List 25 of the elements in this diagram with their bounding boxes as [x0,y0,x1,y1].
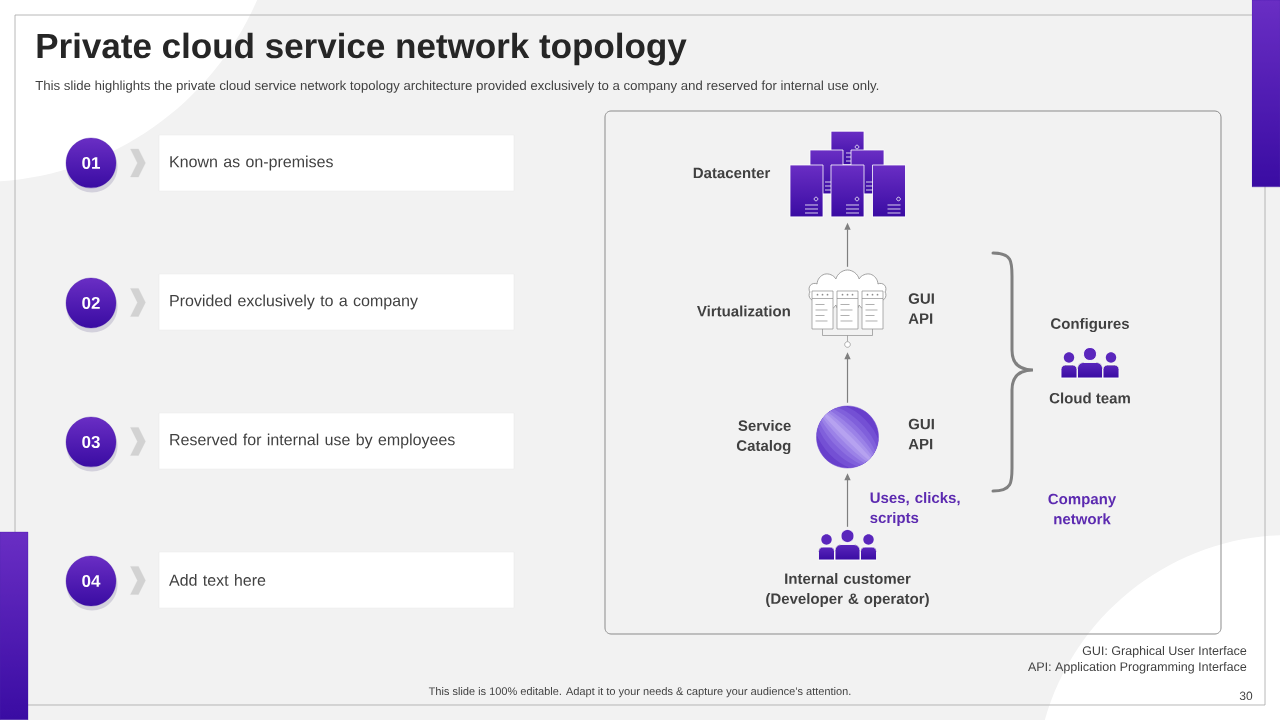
network-label: Company network [1048,493,1117,525]
node-label: Virtualization [697,305,790,317]
chevron-arrow [130,427,146,456]
node-label: Cloud team [1049,392,1130,404]
chevron-arrow [130,566,146,595]
page-number: 30 [1239,691,1253,701]
node-label: Internal customer (Developer & operator) [766,573,929,607]
text-card: Reserved for internal use by employees [158,412,515,470]
node-label: Datacenter [693,167,771,179]
edge-label: Uses, clicks, scripts [868,491,971,527]
text-card: Provided exclusively to a company [158,273,515,331]
footnote: API: Application Programming Interface [1028,661,1247,674]
node-label: GUI API [908,293,934,324]
slide-subtitle: This slide highlights the private cloud service network topology architecture provided exclusively to a company and reserved for internal use only. [35,80,879,93]
panel-frame [604,110,1222,635]
node-label: Service Catalog [736,419,791,454]
footer-note: This slide is 100% editable. Adapt it to your needs & capture your audience’s attention. [428,687,851,698]
slide-title: Private cloud service network topology [37,32,687,66]
text-card: Add text here [158,551,515,609]
chevron-arrow [130,148,146,178]
node-label: Configures [1051,317,1129,333]
footnote: GUI: Graphical User Interface [1082,645,1247,658]
node-label: GUI API [908,418,934,450]
chevron-arrow [130,288,146,317]
text-card: Known as on-premises [158,134,515,192]
